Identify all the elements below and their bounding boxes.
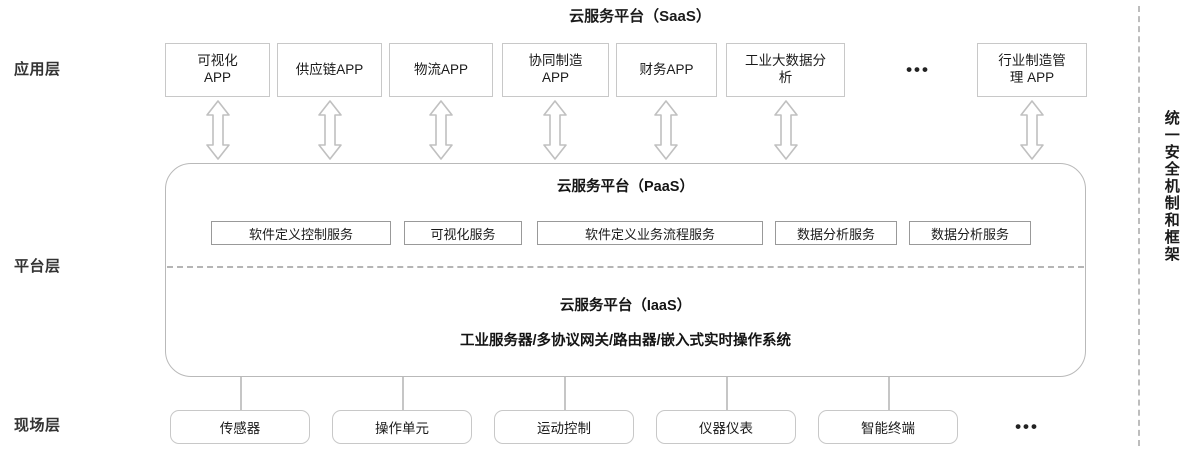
app-box-collaborative-manufacturing[interactable]: 协同制造 APP [502, 43, 609, 97]
app-box-logistics[interactable]: 物流APP [389, 43, 493, 97]
field-box-sensor[interactable]: 传感器 [170, 410, 310, 444]
security-divider-line [1138, 6, 1140, 446]
double-arrow-icon-visualization [206, 100, 230, 160]
double-arrow-icon-collaborative-manufacturing [543, 100, 567, 160]
service-chip-data-analysis-2[interactable]: 数据分析服务 [909, 221, 1031, 245]
field-box-motion-control[interactable]: 运动控制 [494, 410, 634, 444]
service-chip-software-defined-business-process[interactable]: 软件定义业务流程服务 [537, 221, 763, 245]
layer-label-field: 现场层 [14, 417, 61, 434]
service-chip-visualization[interactable]: 可视化服务 [404, 221, 522, 245]
saas-title: 云服务平台（SaaS） [569, 8, 711, 25]
connector-line-smart-terminal [888, 377, 890, 410]
double-arrow-icon-logistics [429, 100, 453, 160]
field-box-operation-unit[interactable]: 操作单元 [332, 410, 472, 444]
service-chip-data-analysis-1[interactable]: 数据分析服务 [775, 221, 897, 245]
app-box-industry-manufacturing-management[interactable]: 行业制造管 理 APP [977, 43, 1087, 97]
double-arrow-icon-supply-chain [318, 100, 342, 160]
paas-title: 云服务平台（PaaS） [557, 179, 694, 195]
platform-container [165, 163, 1086, 377]
field-box-smart-terminal[interactable]: 智能终端 [818, 410, 958, 444]
app-box-visualization[interactable]: 可视化 APP [165, 43, 270, 97]
app-box-industrial-big-data-analysis[interactable]: 工业大数据分 析 [726, 43, 845, 97]
paas-iaas-divider [167, 266, 1084, 268]
app-row-ellipsis: ••• [906, 60, 930, 79]
app-box-finance[interactable]: 财务APP [616, 43, 717, 97]
security-label: 统一安全机制和框架 [1162, 110, 1180, 263]
layer-label-application: 应用层 [14, 61, 61, 78]
field-box-instrumentation[interactable]: 仪器仪表 [656, 410, 796, 444]
connector-line-motion-control [564, 377, 566, 410]
layer-label-platform: 平台层 [14, 258, 61, 275]
iaas-subtitle: 工业服务器/多协议网关/路由器/嵌入式实时操作系统 [459, 333, 792, 349]
connector-line-instrumentation [726, 377, 728, 410]
double-arrow-icon-industrial-big-data [774, 100, 798, 160]
connector-line-operation-unit [402, 377, 404, 410]
double-arrow-icon-industry-management [1020, 100, 1044, 160]
field-row-ellipsis: ••• [1015, 417, 1039, 436]
connector-line-sensor [240, 377, 242, 410]
iaas-title: 云服务平台（IaaS） [559, 298, 692, 314]
app-box-supply-chain[interactable]: 供应链APP [277, 43, 382, 97]
double-arrow-icon-finance [654, 100, 678, 160]
service-chip-software-defined-control[interactable]: 软件定义控制服务 [211, 221, 391, 245]
